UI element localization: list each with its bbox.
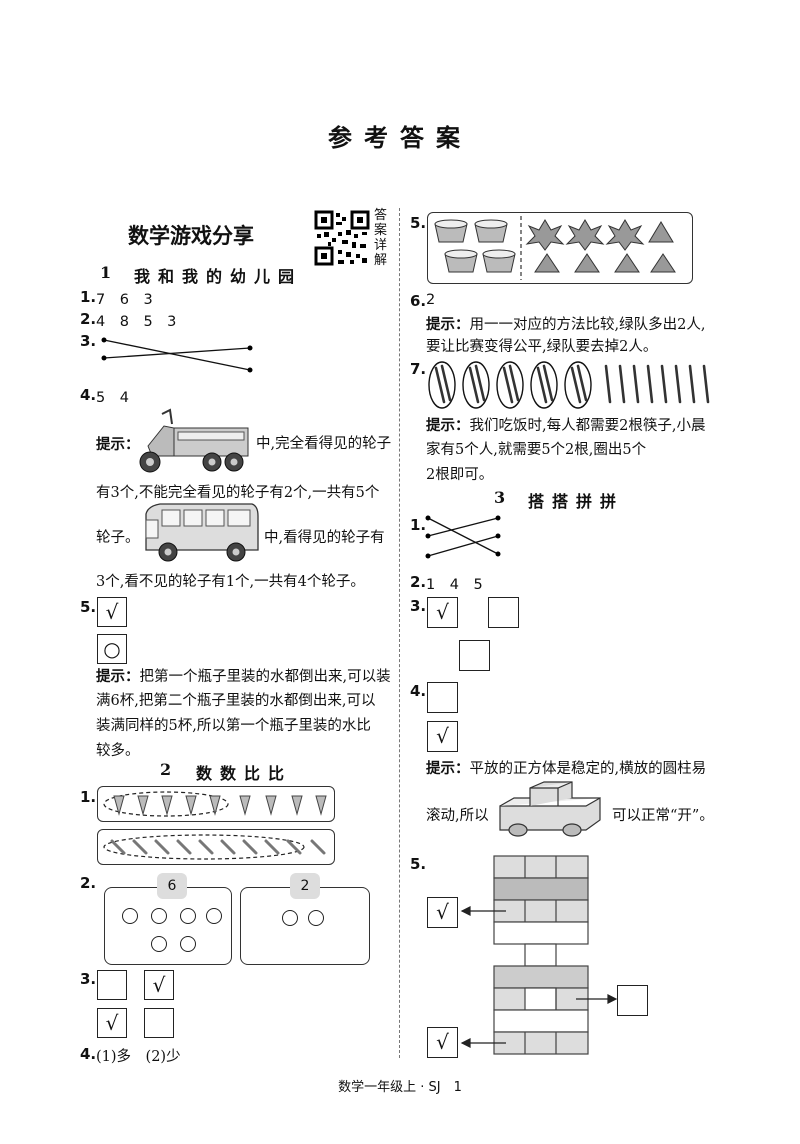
bowls-flowers-figure [434,216,676,280]
s2q4-answer: (1)多 (2)少 [96,1049,181,1065]
hint1-line3b: 中,看得见的轮子有 [264,530,385,546]
hint6-text2: 要让比赛变得公平,绿队要去掉2人。 [426,339,658,355]
r-q5-label: 5. [410,214,427,232]
q3-label: 3. [80,332,97,350]
page-title: 参考答案 [328,123,472,152]
hint7-text2: 家有5个人,就需要5个2根,圈出5个 [426,442,647,458]
circle [206,908,222,924]
s2q3-box4 [144,1008,174,1038]
jenga-tower-figure [460,855,618,1055]
badge-six: 6 [157,873,187,899]
hint7-label: 提示： [426,417,470,434]
circle [151,908,167,924]
sec3-title: 搭搭拼拼 [528,492,625,511]
s3q3-box3 [459,640,490,671]
hint6-label: 提示： [426,316,470,333]
hint2-text4: 较多。 [96,743,140,759]
circle [282,910,298,926]
s3q4-label: 4. [410,682,427,700]
circle [151,936,167,952]
carrots-panel [97,786,335,822]
qr-code-icon [314,210,370,266]
hint2-text3: 装满同样的5杯,所以第一个瓶子里装的水比 [96,718,371,734]
s3q5-box1: √ [427,897,458,928]
hint6-text1: 用一一对应的方法比较,绿队多出2人, [469,317,706,333]
block-car-icon [499,781,601,837]
circle [122,908,138,924]
s3q3-box1: √ [427,597,458,628]
bones-group [103,834,326,860]
q2-answer: 4 8 5 3 [96,314,177,330]
footer: 数学一年级上 · SJ 1 [338,1080,462,1095]
hint7-text3: 2根即可。 [426,467,494,483]
chopsticks-figure [428,361,710,409]
q5-box1: √ [97,597,127,627]
hint1-line1: 中,完全看得见的轮子 [256,436,392,452]
q1-answer: 7 6 3 [96,292,153,308]
r-q6-label: 6. [410,292,427,310]
hint7-text1: 我们吃饭时,每人都需要2根筷子,小晨 [469,418,706,434]
sec2-num: 2 [160,760,180,779]
hint4-text2a: 滚动,所以 [426,808,489,824]
q5-label: 5. [80,598,97,616]
hint1-line3a: 轮子。 [96,530,140,546]
s2q3-box3: √ [97,1008,127,1038]
bowls-panel [427,212,693,284]
s2q2-label: 2. [80,874,97,892]
q1-label: 1. [80,288,97,306]
column-divider [399,208,400,1058]
sec1-num: 1 [100,263,120,282]
bones-panel [97,829,335,865]
s2q4-label: 4. [80,1045,97,1063]
r-q6-answer: 2 [426,292,436,308]
matching-lines [101,337,253,373]
tricycle-icon [139,408,249,473]
hint1-line2: 有3个,不能完全看见的轮子有2个,一共有5个 [96,485,380,501]
q4-label: 4. [80,386,97,404]
circle [308,910,324,926]
hint2-label: 提示： [96,668,140,685]
carrots-group [103,791,327,817]
hint4-text2b: 可以正常“开”。 [612,808,714,824]
s2q1-label: 1. [80,788,97,806]
hint1-line4: 3个,看不见的轮子有1个,一共有4个轮子。 [96,574,365,590]
s3q1-label: 1. [410,516,427,534]
s3q3-box2 [488,597,519,628]
q4-answer: 5 4 [96,390,129,406]
s2q3-label: 3. [80,970,97,988]
circle [180,908,196,924]
sec2-title: 数数比比 [196,764,293,783]
left-heading: 数学游戏分享 [128,223,254,248]
s3q2-answer: 1 4 5 [426,577,483,593]
hint4-text1: 平放的正方体是稳定的,横放的圆柱易 [469,761,707,777]
bus-icon [145,503,259,562]
s3q5-label: 5. [410,855,427,873]
s3q3-label: 3. [410,597,427,615]
q5-box2: ○ [97,634,127,664]
hint2-text2: 满6杯,把第二个瓶子里装的水都倒出来,可以 [96,693,376,709]
s3q4-box1 [427,682,458,713]
badge-two: 2 [290,873,320,899]
r-q7-label: 7. [410,360,427,378]
s3q2-label: 2. [410,573,427,591]
q2-label: 2. [80,310,97,328]
hint4-label: 提示： [426,760,470,777]
s3q5-box3: √ [427,1027,458,1058]
s2q3-box1 [97,970,127,1000]
circle [180,936,196,952]
hint2-text1: 把第一个瓶子里装的水都倒出来,可以装 [139,669,391,685]
sec1-title: 我和我的幼儿园 [134,267,303,286]
s2q3-box2: √ [144,970,174,1000]
s3q5-box2 [617,985,648,1016]
s3-matching-lines [425,515,501,559]
sec3-num: 3 [494,488,514,507]
s3q4-box2: √ [427,721,458,752]
qr-caption: 答案详解 [374,208,388,268]
hint1-label: 提示： [96,436,140,453]
